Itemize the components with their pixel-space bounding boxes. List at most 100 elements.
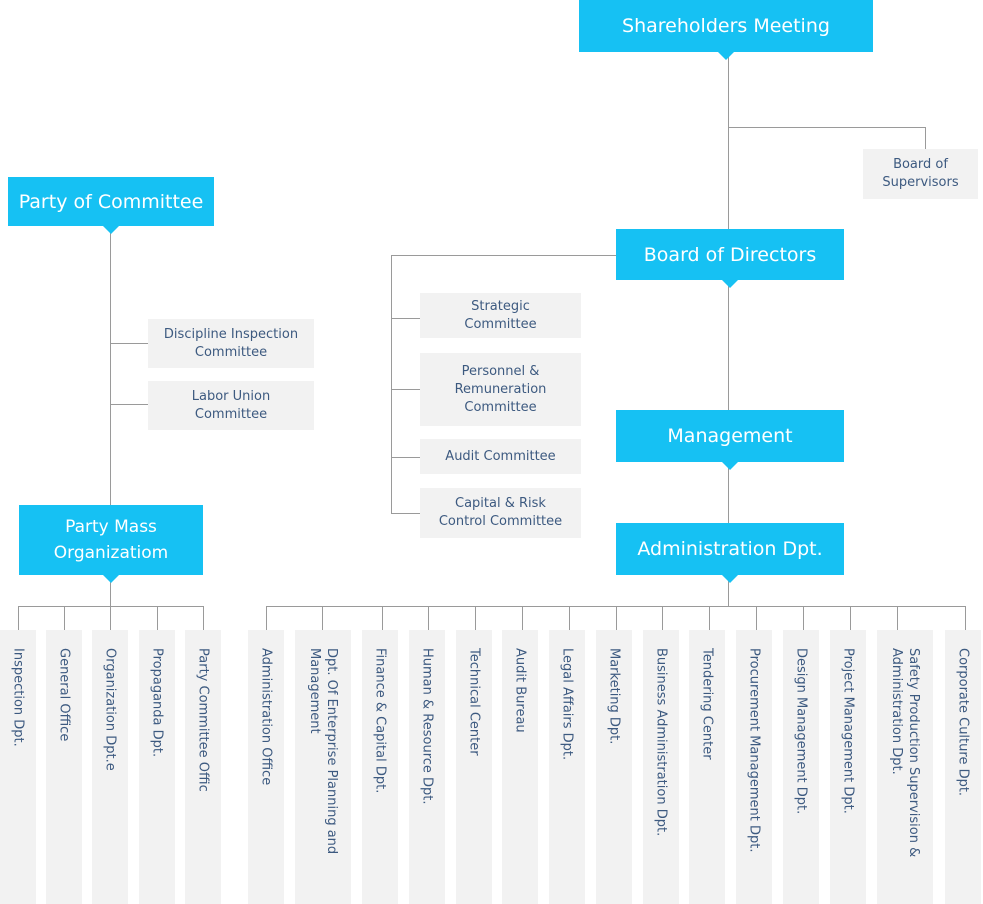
dept-label: Party Committee Offic: [195, 648, 211, 792]
dept-label: Organization Dpt.e: [102, 648, 118, 771]
connector-line: [897, 606, 898, 630]
dept-label: Tendering Center: [699, 648, 715, 760]
dept-inspection: Inspection Dpt.: [0, 630, 36, 904]
connector-line: [157, 606, 158, 630]
dept-label: Corporate Culture Dpt.: [955, 648, 971, 797]
dept-label: Safety Production Supervision & Administ…: [889, 648, 921, 858]
connector-line: [709, 606, 710, 630]
node-label: Board of Directors: [643, 243, 817, 266]
connector-line: [391, 513, 421, 514]
connector-line: [756, 606, 757, 630]
dept-label: Dpt. Of Enterprise Planning and Manageme…: [307, 648, 339, 855]
connector-line: [728, 280, 729, 410]
dept-technical-center: Technical Center: [456, 630, 492, 904]
node-label: Party Mass Organizatiom: [53, 517, 169, 563]
dept-label: Technical Center: [466, 648, 482, 756]
node-label: Management: [667, 425, 793, 447]
dept-label: Inspection Dpt.: [10, 648, 26, 747]
dept-design-management: Design Management Dpt.: [783, 630, 819, 904]
dept-marketing: Marketing Dpt.: [596, 630, 632, 904]
discipline-inspection-committee-node: Discipline Inspection Committee: [148, 319, 314, 368]
connector-line: [803, 606, 804, 630]
dept-safety-production: Safety Production Supervision & Administ…: [877, 630, 933, 904]
dept-business-administration: Business Administration Dpt.: [643, 630, 679, 904]
dept-general-office: General Office: [46, 630, 82, 904]
dept-organization: Organization Dpt.e: [92, 630, 128, 904]
connector-line: [391, 457, 421, 458]
party-of-committee-node: Party of Committee: [8, 177, 214, 234]
dept-label: Business Administration Dpt.: [653, 648, 669, 837]
connector-line: [18, 606, 204, 607]
capital-risk-control-committee-node: Capital & Risk Control Committee: [420, 488, 581, 538]
dept-label: Procurement Management Dpt.: [746, 648, 762, 853]
connector-line: [110, 606, 111, 630]
dept-label: Legal Affairs Dpt.: [559, 648, 575, 761]
connector-line: [382, 606, 383, 630]
dept-finance-capital: Finance & Capital Dpt.: [362, 630, 398, 904]
connector-line: [203, 606, 204, 630]
connector-line: [965, 606, 966, 630]
dept-project-management: Project Management Dpt.: [830, 630, 866, 904]
dept-label: General Office: [56, 648, 72, 742]
node-label: Board of Supervisors: [882, 157, 959, 190]
dept-party-committee-office: Party Committee Offic: [185, 630, 221, 904]
connector-line: [728, 462, 729, 524]
connector-line: [64, 606, 65, 630]
dept-label: Marketing Dpt.: [606, 648, 622, 745]
connector-line: [728, 127, 926, 128]
party-mass-organization-node: Party Mass Organizatiom: [19, 505, 203, 583]
connector-line: [391, 255, 392, 514]
node-label: Administration Dpt.: [637, 538, 823, 560]
node-label: Discipline Inspection Committee: [163, 326, 299, 360]
connector-line: [475, 606, 476, 630]
board-of-directors-node: Board of Directors: [616, 229, 844, 288]
connector-line: [391, 255, 617, 256]
connector-line: [391, 318, 421, 319]
dept-human-resource: Human & Resource Dpt.: [409, 630, 445, 904]
audit-committee-node: Audit Committee: [420, 439, 581, 474]
connector-line: [110, 404, 150, 405]
connector-line: [522, 606, 523, 630]
management-node: Management: [616, 410, 844, 470]
board-of-supervisors-node: Board of Supervisors: [863, 149, 978, 199]
strategic-committee-node: Strategic Committee: [420, 293, 581, 338]
connector-line: [266, 606, 267, 630]
dept-label: Human & Resource Dpt.: [419, 648, 435, 805]
dept-corporate-culture: Corporate Culture Dpt.: [945, 630, 981, 904]
connector-line: [391, 389, 421, 390]
dept-label: Design Management Dpt.: [793, 648, 809, 815]
node-label: Party of Committee: [18, 190, 204, 213]
connector-line: [728, 575, 729, 606]
node-label: Labor Union Committee: [191, 388, 271, 422]
connector-line: [569, 606, 570, 630]
connector-line: [925, 127, 926, 149]
connector-line: [110, 226, 111, 506]
dept-label: Audit Bureau: [512, 648, 528, 733]
dept-label: Project Management Dpt.: [840, 648, 856, 814]
dept-procurement-management: Procurement Management Dpt.: [736, 630, 772, 904]
dept-label: Finance & Capital Dpt.: [372, 648, 388, 794]
shareholders-meeting-node: Shareholders Meeting: [579, 0, 873, 60]
connector-line: [850, 606, 851, 630]
connector-line: [428, 606, 429, 630]
connector-line: [266, 606, 965, 607]
dept-enterprise-planning: Dpt. Of Enterprise Planning and Manageme…: [295, 630, 351, 904]
dept-audit-bureau: Audit Bureau: [502, 630, 538, 904]
connector-line: [110, 343, 150, 344]
connector-line: [662, 606, 663, 630]
dept-tendering-center: Tendering Center: [689, 630, 725, 904]
dept-legal-affairs: Legal Affairs Dpt.: [549, 630, 585, 904]
node-label: Audit Committee: [445, 448, 556, 464]
node-label: Shareholders Meeting: [622, 15, 830, 37]
connector-line: [110, 575, 111, 606]
connector-line: [616, 606, 617, 630]
dept-administration-office: Administration Office: [248, 630, 284, 904]
dept-label: Administration Office: [258, 648, 274, 786]
dept-label: Propaganda Dpt.: [149, 648, 165, 758]
connector-line: [728, 52, 729, 230]
node-label: Personnel & Remuneration Committee: [454, 363, 547, 415]
node-label: Capital & Risk Control Committee: [438, 496, 563, 529]
administration-dpt-node: Administration Dpt.: [616, 523, 844, 583]
dept-propaganda: Propaganda Dpt.: [139, 630, 175, 904]
connector-line: [18, 606, 19, 630]
